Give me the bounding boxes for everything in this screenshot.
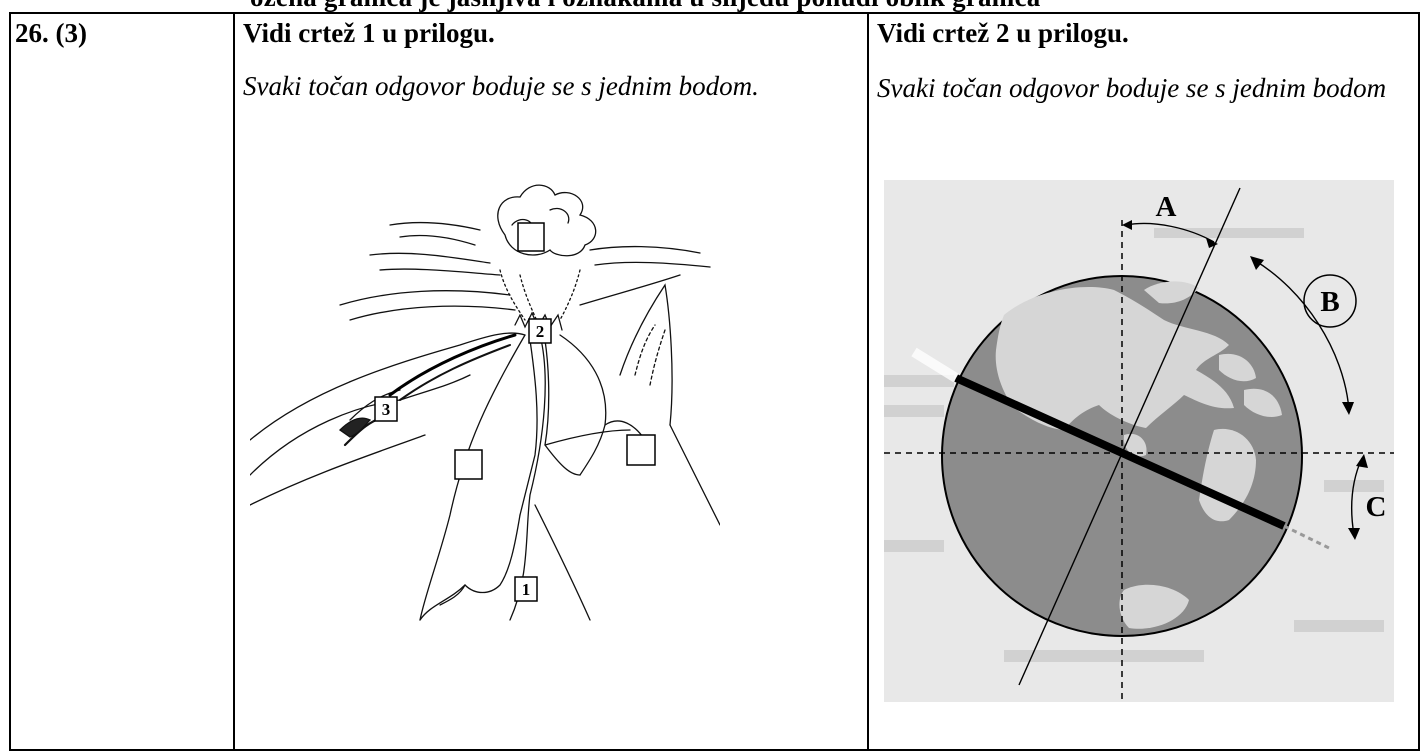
question-number-cell: 26. (3) — [10, 13, 234, 750]
answer-box-crater-label: 2 — [536, 322, 545, 341]
answer-box-side-cone[interactable] — [627, 435, 655, 465]
figure-2-scoring-note: Svaki točan odgovor boduje se s jednim b… — [877, 71, 1418, 105]
figure-1-heading: Vidi crtež 1 u prilogu. — [243, 18, 867, 49]
volcano-lines — [250, 185, 720, 620]
answer-box-cloud[interactable] — [518, 223, 544, 251]
figure-2-heading: Vidi crtež 2 u prilogu. — [877, 18, 1418, 49]
volcano-drawing: 2 3 1 — [250, 175, 720, 635]
earth-axis-drawing: A B C — [884, 180, 1394, 702]
angle-b-label: B — [1320, 286, 1339, 318]
angle-a-label: A — [1156, 191, 1177, 223]
answer-box-lava-label: 3 — [382, 400, 391, 419]
figure-1-scoring-note: Svaki točan odgovor boduje se s jednim b… — [243, 69, 867, 103]
question-number: 26. (3) — [15, 18, 233, 49]
answer-box-chamber-label: 1 — [522, 580, 531, 599]
answer-box-cone[interactable] — [455, 450, 482, 479]
angle-c-label: C — [1366, 491, 1387, 523]
